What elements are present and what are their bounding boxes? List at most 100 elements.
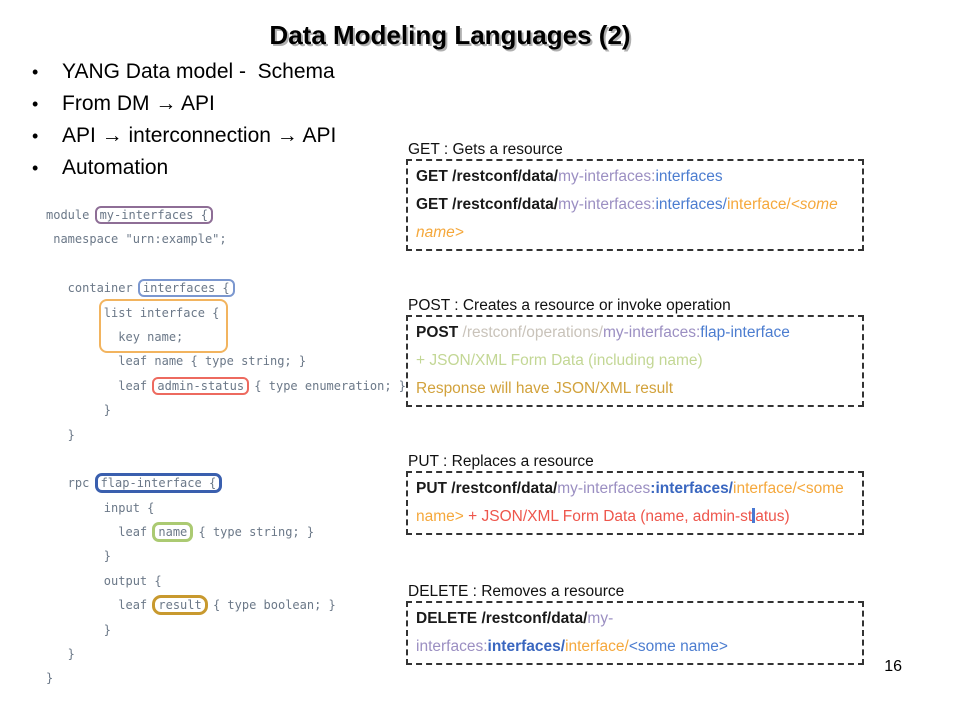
code-line: }	[46, 642, 406, 666]
code-text: leaf name { type string; }	[46, 354, 307, 369]
code-highlight-box-blue: interfaces {	[137, 279, 235, 298]
code-text: list interface {	[46, 305, 220, 320]
code-line: rpc flap-interface {	[46, 471, 406, 495]
rest-line: GET /restconf/data/my-interfaces:interfa…	[416, 191, 854, 219]
code-text: rpc	[46, 476, 97, 491]
rest-text: my-	[587, 610, 614, 627]
code-text: leaf	[46, 525, 155, 540]
code-text: container	[46, 281, 140, 296]
code-text: key name;	[46, 329, 184, 344]
code-line: }	[46, 666, 406, 690]
bullet-list: YANG Data model - Schema From DM → API A…	[28, 56, 336, 184]
code-highlight-box-darkblue: flap-interface {	[94, 473, 223, 494]
code-text: { type boolean; }	[205, 598, 336, 613]
code-highlight-box-gold: result	[152, 595, 208, 616]
code-text: { type string; }	[191, 525, 315, 540]
code-line: }	[46, 398, 406, 422]
rest-text: name>	[416, 508, 464, 525]
rest-text: <some name>	[628, 638, 728, 655]
code-line: }	[46, 618, 406, 642]
bullet-item: API → interconnection → API	[28, 120, 336, 152]
rest-line: name>	[416, 219, 854, 247]
code-line: }	[46, 544, 406, 568]
rest-header-put: PUT : Replaces a resource	[408, 453, 594, 470]
code-text: { type enumeration; }	[247, 378, 407, 393]
rest-text: interfaces/	[655, 480, 733, 497]
rest-text: interfaces/	[655, 196, 727, 213]
rest-text: :	[650, 480, 656, 497]
code-line	[46, 447, 406, 471]
rest-line: PUT /restconf/data/my-interfaces:interfa…	[416, 475, 854, 503]
rest-text: DELETE /restconf/data/	[416, 610, 588, 627]
page-number: 16	[884, 658, 902, 675]
rest-text: interface/	[565, 638, 629, 655]
yang-code: module my-interfaces { namespace "urn:ex…	[46, 203, 406, 691]
rest-text: atus)	[755, 508, 790, 525]
rest-text: POST	[416, 324, 459, 341]
code-text: }	[46, 427, 75, 442]
code-line: list interface {	[46, 301, 406, 325]
rest-box-put: PUT /restconf/data/my-interfaces:interfa…	[406, 471, 864, 535]
rest-text: interface/	[733, 480, 797, 497]
code-text: input {	[46, 500, 155, 515]
code-line: input {	[46, 496, 406, 520]
code-text: namespace "urn:example";	[46, 232, 227, 247]
rest-line: interfaces:interfaces/interface/<some na…	[416, 633, 854, 661]
rest-text: GET /restconf/data/	[416, 168, 559, 185]
rest-text: my-interfaces:	[558, 168, 656, 185]
rest-text: my-interfaces:	[602, 324, 701, 341]
rest-text: my-interfaces	[557, 480, 651, 497]
code-line: }	[46, 423, 406, 447]
rest-text: <some	[790, 196, 838, 213]
rest-header-post: POST : Creates a resource or invoke oper…	[408, 297, 731, 314]
bullet-item: YANG Data model - Schema	[28, 56, 336, 88]
rest-text: GET /restconf/data/	[416, 196, 559, 213]
bullet-item: From DM → API	[28, 88, 336, 120]
code-line: module my-interfaces {	[46, 203, 406, 227]
rest-section-post: POST : Creates a resource or invoke oper…	[406, 297, 864, 407]
rest-line: name> + JSON/XML Form Data (name, admin-…	[416, 503, 854, 531]
code-text: }	[46, 403, 112, 418]
code-text: }	[46, 622, 112, 637]
rest-text: interfaces/	[487, 638, 566, 655]
code-text: leaf	[46, 378, 155, 393]
code-text: output {	[46, 573, 162, 588]
rest-header-delete: DELETE : Removes a resource	[408, 583, 625, 600]
code-line: leaf name { type string; }	[46, 520, 406, 544]
rest-text: flap-interface	[700, 324, 790, 341]
code-line: output {	[46, 569, 406, 593]
rest-text: interfaces	[655, 168, 723, 185]
code-highlight-box-green: name	[152, 522, 194, 543]
code-highlight-box-purple: my-interfaces {	[94, 206, 213, 224]
rest-text: PUT /restconf/data/	[416, 480, 558, 497]
rest-text: + JSON/XML Form Data (including name)	[416, 352, 703, 369]
rest-text: interface/	[726, 196, 791, 213]
code-line: leaf name { type string; }	[46, 349, 406, 373]
rest-box-delete: DELETE /restconf/data/my-interfaces:inte…	[406, 601, 864, 665]
rest-text: + JSON/XML Form Data (name, admin-st	[463, 508, 753, 525]
code-line: leaf result { type boolean; }	[46, 593, 406, 617]
code-line: key name;	[46, 325, 406, 349]
rest-text: Response will have JSON/XML result	[416, 380, 673, 397]
code-text: leaf	[46, 598, 155, 613]
rest-header-get: GET : Gets a resource	[408, 141, 563, 158]
code-text: module	[46, 208, 97, 222]
rest-line: DELETE /restconf/data/my-	[416, 605, 854, 633]
code-line: namespace "urn:example";	[46, 227, 406, 251]
code-highlight-box-red: admin-status	[152, 376, 250, 395]
rest-line: Response will have JSON/XML result	[416, 375, 854, 403]
rest-line: + JSON/XML Form Data (including name)	[416, 347, 854, 375]
code-text: }	[46, 671, 54, 686]
code-line: leaf admin-status { type enumeration; }	[46, 374, 406, 398]
rest-line: POST /restconf/operations/my-interfaces:…	[416, 319, 854, 347]
rest-box-get: GET /restconf/data/my-interfaces:interfa…	[406, 159, 864, 251]
text-cursor	[752, 508, 756, 523]
rest-box-post: POST /restconf/operations/my-interfaces:…	[406, 315, 864, 407]
code-line: container interfaces {	[46, 276, 406, 300]
rest-text: name>	[416, 224, 464, 241]
